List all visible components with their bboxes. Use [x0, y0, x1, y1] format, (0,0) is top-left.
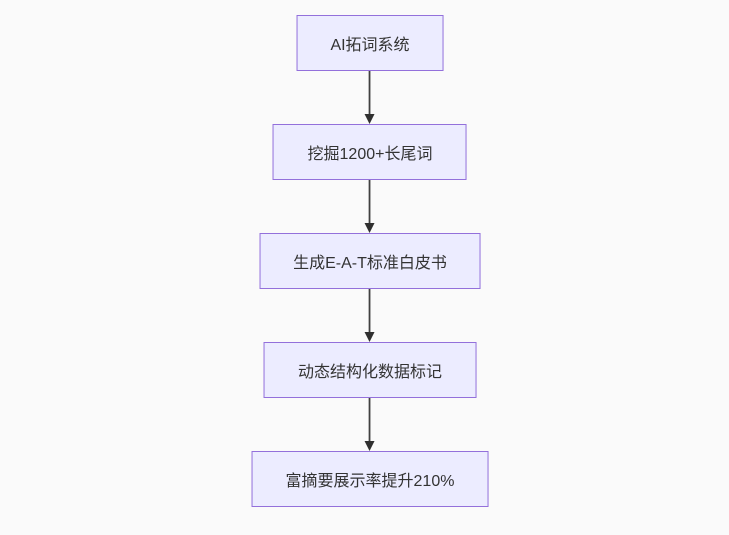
- flow-node-label: 挖掘1200+长尾词: [307, 146, 433, 163]
- flow-node-ai-keyword-system: AI拓词系统: [296, 15, 444, 71]
- flow-node-structured-data-markup: 动态结构化数据标记: [263, 342, 477, 398]
- edge-arrow-down-icon: [365, 289, 375, 342]
- flow-node-label: 动态结构化数据标记: [297, 364, 442, 381]
- flow-node-eat-whitepaper: 生成E-A-T标准白皮书: [259, 233, 481, 289]
- flow-node-label: 富摘要展示率提升210%: [285, 473, 455, 490]
- flow-node-label: 生成E-A-T标准白皮书: [293, 255, 447, 272]
- flow-node-label: AI拓词系统: [330, 37, 410, 54]
- flow-node-longtail-mining: 挖掘1200+长尾词: [273, 124, 467, 180]
- flow-node-rich-snippet-uplift: 富摘要展示率提升210%: [251, 451, 489, 507]
- flowchart: AI拓词系统 挖掘1200+长尾词 生成E-A-T标准白皮书 动态结构化数据标记…: [251, 15, 489, 507]
- edge-arrow-down-icon: [365, 398, 375, 451]
- edge-arrow-down-icon: [365, 71, 375, 124]
- edge-arrow-down-icon: [365, 180, 375, 233]
